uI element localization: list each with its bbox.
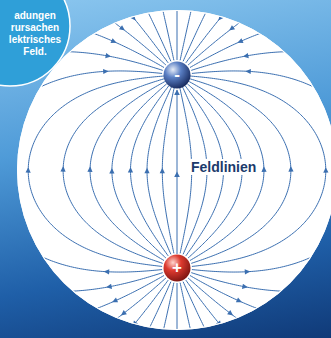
positive-charge: +: [163, 254, 191, 282]
field-arrow: [203, 329, 210, 336]
field-label: Feldlinien: [189, 159, 258, 175]
field-arrow: [174, 336, 179, 338]
field-line: [189, 78, 291, 263]
field-arrow: [119, 310, 127, 317]
field-line: [191, 52, 309, 71]
disc-outline: [18, 11, 331, 330]
field-arrow: [189, 2, 195, 9]
field-arrow: [323, 167, 328, 173]
field-arrow: [236, 38, 243, 45]
field-arrow: [26, 167, 31, 173]
field-arrow: [111, 298, 118, 305]
field-line: [188, 81, 264, 261]
field-arrow: [160, 168, 165, 174]
field-arrow: [159, 2, 165, 9]
charge-sphere: [164, 255, 191, 282]
field-line: [186, 280, 233, 338]
field-arrow: [174, 1, 179, 7]
negative-charge: -: [163, 61, 191, 89]
field-arrow: [144, 168, 149, 174]
field-line: [177, 0, 178, 60]
field-line-axis: [177, 90, 178, 254]
field-arrow: [105, 53, 111, 59]
field-line: [63, 78, 165, 263]
field-arrow: [261, 166, 266, 172]
field-line: [112, 84, 167, 258]
field-arrow: [119, 25, 127, 32]
field-arrow: [228, 25, 236, 32]
field-line: [186, 3, 233, 63]
field-line: [190, 27, 279, 68]
field-line: [162, 87, 174, 253]
field-arrow: [236, 298, 243, 305]
field-line: [192, 237, 331, 272]
field-line: [99, 12, 166, 65]
field-arrow: [104, 269, 110, 275]
charge-symbol: -: [163, 61, 191, 89]
field-disc: [17, 10, 331, 330]
field-region: Feldlinien - +: [17, 10, 331, 330]
field-arrow: [110, 38, 117, 45]
charge-sphere: [164, 62, 191, 89]
field-arrow: [159, 334, 165, 338]
caption-bubble: adungen rursachen lektrisches Feld.: [0, 0, 70, 86]
field-arrow: [103, 69, 109, 75]
field-arrow: [109, 168, 114, 174]
field-arrow: [87, 166, 92, 172]
field-line: [90, 81, 166, 261]
field-line: [190, 76, 326, 266]
field-line: [183, 0, 213, 61]
field-arrow: [128, 167, 133, 173]
field-arrow: [242, 284, 248, 290]
field-line: [75, 27, 164, 68]
field-arrow: [245, 269, 251, 275]
field-arrow: [189, 334, 195, 338]
charge-symbol: +: [163, 254, 191, 282]
field-line: [147, 87, 172, 255]
field-arrow: [245, 69, 251, 75]
field-arrow: [106, 284, 112, 290]
field-arrow: [60, 166, 65, 172]
field-arrow: [227, 310, 235, 317]
field-arrow: [288, 166, 293, 172]
field-arrow: [242, 53, 248, 59]
field-line: [190, 276, 279, 317]
field-region-outline: [17, 10, 331, 330]
caption-text: adungen rursachen lektrisches Feld.: [2, 10, 68, 58]
field-arrow: [144, 329, 151, 336]
field-line: [131, 86, 170, 256]
field-line: [141, 0, 171, 61]
field-line: [121, 280, 168, 338]
field-line: [75, 276, 164, 317]
field-line: [192, 71, 331, 106]
field-line: [180, 0, 195, 60]
bubble-shape: [0, 0, 70, 86]
field-line: [188, 12, 255, 65]
field-line: [45, 273, 163, 292]
field-line: [191, 273, 309, 292]
